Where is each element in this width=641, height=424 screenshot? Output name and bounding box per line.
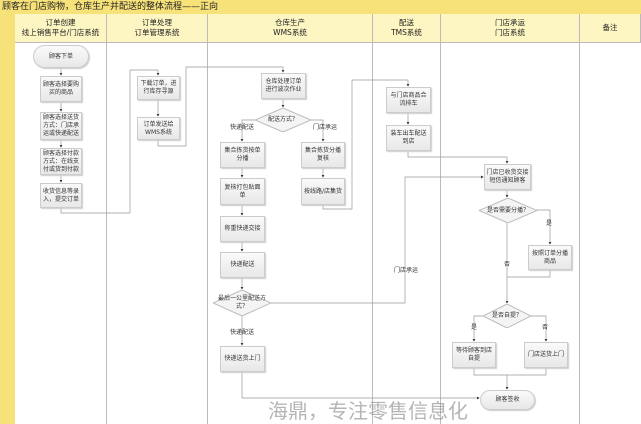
label-store: 门店承运 xyxy=(313,124,338,131)
step-select-payment: 顾客选择付款方式：在线支付或货到付款 xyxy=(40,148,82,175)
label-express: 快递配送 xyxy=(230,329,255,336)
step-send-wms: 订单发送给WMS系统 xyxy=(137,117,180,140)
step-select-goods: 顾客选择要购买的商品 xyxy=(40,76,82,102)
lane-system: 线上销售平台/门店系统 xyxy=(21,28,100,37)
decision-last-mile: 最后一公里配送方式？ xyxy=(213,290,271,316)
step-weigh-handover: 称重快递交接 xyxy=(220,216,265,242)
decision-text: 配送方式？ xyxy=(267,116,298,123)
decision-text: 最后一公里配送方式？ xyxy=(217,295,266,310)
lane-header-store: 门店承运门店系统 xyxy=(441,14,580,43)
lane-title: 门店承运 xyxy=(495,18,525,27)
decision-delivery-method: 配送方式？ xyxy=(255,108,311,132)
step-pick-sort: 集合拣货按单分播 xyxy=(220,142,265,168)
label-yes: 是 xyxy=(546,220,553,227)
watermark: 海鼎，专注零售信息化 xyxy=(268,399,468,423)
decision-text: 是否需要分播？ xyxy=(486,206,529,214)
step-wait-pickup: 等待顾客到店自提 xyxy=(452,342,496,368)
lane xyxy=(15,43,107,424)
lane-system: 订单管理系统 xyxy=(134,28,180,37)
step-express-door: 快递送货上门 xyxy=(220,346,265,372)
decision-text: 是否自提？ xyxy=(491,312,522,319)
step-express-delivery: 快递配送 xyxy=(220,252,265,278)
step-route-collect: 按线路/店集货 xyxy=(301,178,345,205)
page-title: 顾客在门店购物，仓库生产并配送的整体流程——正向 xyxy=(0,0,641,14)
step-download-order: 下载订单，进行库存寻源 xyxy=(137,76,180,100)
lane-title: 备注 xyxy=(602,23,618,32)
lane-title: 订单创建 xyxy=(45,18,76,27)
step-merge-schedule: 与门店商品合流排车 xyxy=(386,87,431,113)
lane-system: WMS系统 xyxy=(273,28,307,37)
lane xyxy=(107,43,208,424)
step-select-delivery: 顾客选择送货方式：门店承运或快递配送 xyxy=(40,112,82,140)
lane-header-order-create: 订单创建线上销售平台/门店系统 xyxy=(15,14,107,43)
step-pack-label: 复核打包贴面单 xyxy=(220,178,265,205)
step-wave-process: 仓库处理订单进行波次作业 xyxy=(261,73,306,99)
decision-self-pickup: 是否自提？ xyxy=(483,304,531,328)
lane-header-notes: 备注 xyxy=(580,14,641,43)
side-strip xyxy=(0,14,15,424)
step-pick-sort-check: 集合拣货分播复核 xyxy=(301,142,345,168)
start-node: 顾客下单 xyxy=(33,45,89,68)
label-no: 否 xyxy=(504,261,511,268)
lane-system: 门店系统 xyxy=(495,28,525,37)
lane-header-order-process: 订单处理订单管理系统 xyxy=(107,14,208,43)
label-yes: 是 xyxy=(471,324,478,331)
step-store-received: 门店已收货交接短信通知顾客 xyxy=(484,164,531,190)
end-node: 顾客签收 xyxy=(480,390,535,410)
lane-system: TMS系统 xyxy=(391,28,422,37)
step-sort-by-order: 按照订单分播商品 xyxy=(528,245,572,270)
lane-title: 配送 xyxy=(399,18,414,27)
step-load-ship: 装车出车配送到店 xyxy=(386,125,431,151)
step-store-door: 门店送货上门 xyxy=(524,342,568,368)
lane-title: 订单处理 xyxy=(142,18,172,27)
lane xyxy=(373,43,441,424)
decision-need-sort: 是否需要分播？ xyxy=(479,198,537,223)
lane xyxy=(441,43,580,424)
label-express: 快递配送 xyxy=(230,124,255,131)
step-submit-order: 收货信息等录入，提交订单 xyxy=(40,183,82,208)
lane-title: 仓库生产 xyxy=(275,18,305,27)
label-store: 门店承运 xyxy=(394,267,419,274)
label-no: 否 xyxy=(542,324,549,331)
lane xyxy=(208,43,373,424)
